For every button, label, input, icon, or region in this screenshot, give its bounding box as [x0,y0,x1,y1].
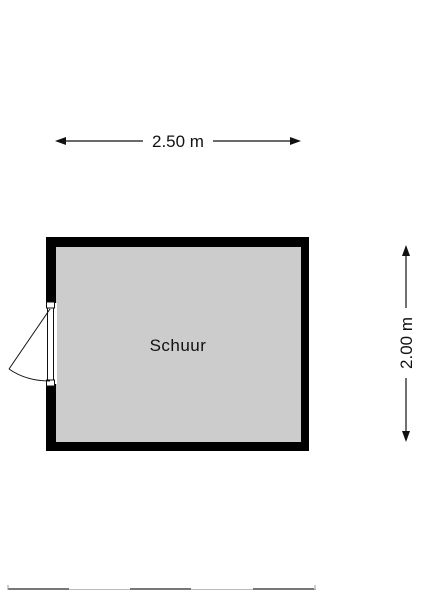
scale-bar [7,585,316,590]
door-jamb-top [46,301,55,309]
scale-segment-2 [130,588,191,590]
height-arrow-bottom [402,431,410,442]
width-arrow-right [290,137,301,145]
room-floor [56,247,301,442]
width-arrow-left [55,137,66,145]
width-label: 2.50 m [152,132,204,151]
room-schuur: Schuur [46,237,309,451]
door-leaf [8,308,51,370]
door-swing-arc [8,368,51,382]
room-label: Schuur [150,336,207,355]
scale-segment-3 [253,588,314,590]
scale-segment-1 [8,588,69,590]
width-dimension: 2.50 m [55,132,301,151]
door-opening [45,303,57,384]
door-jamb-bottom [46,379,55,387]
door [8,301,57,387]
height-arrow-top [402,245,410,256]
height-dimension: 2.00 m [397,245,416,442]
height-label: 2.00 m [397,317,416,369]
